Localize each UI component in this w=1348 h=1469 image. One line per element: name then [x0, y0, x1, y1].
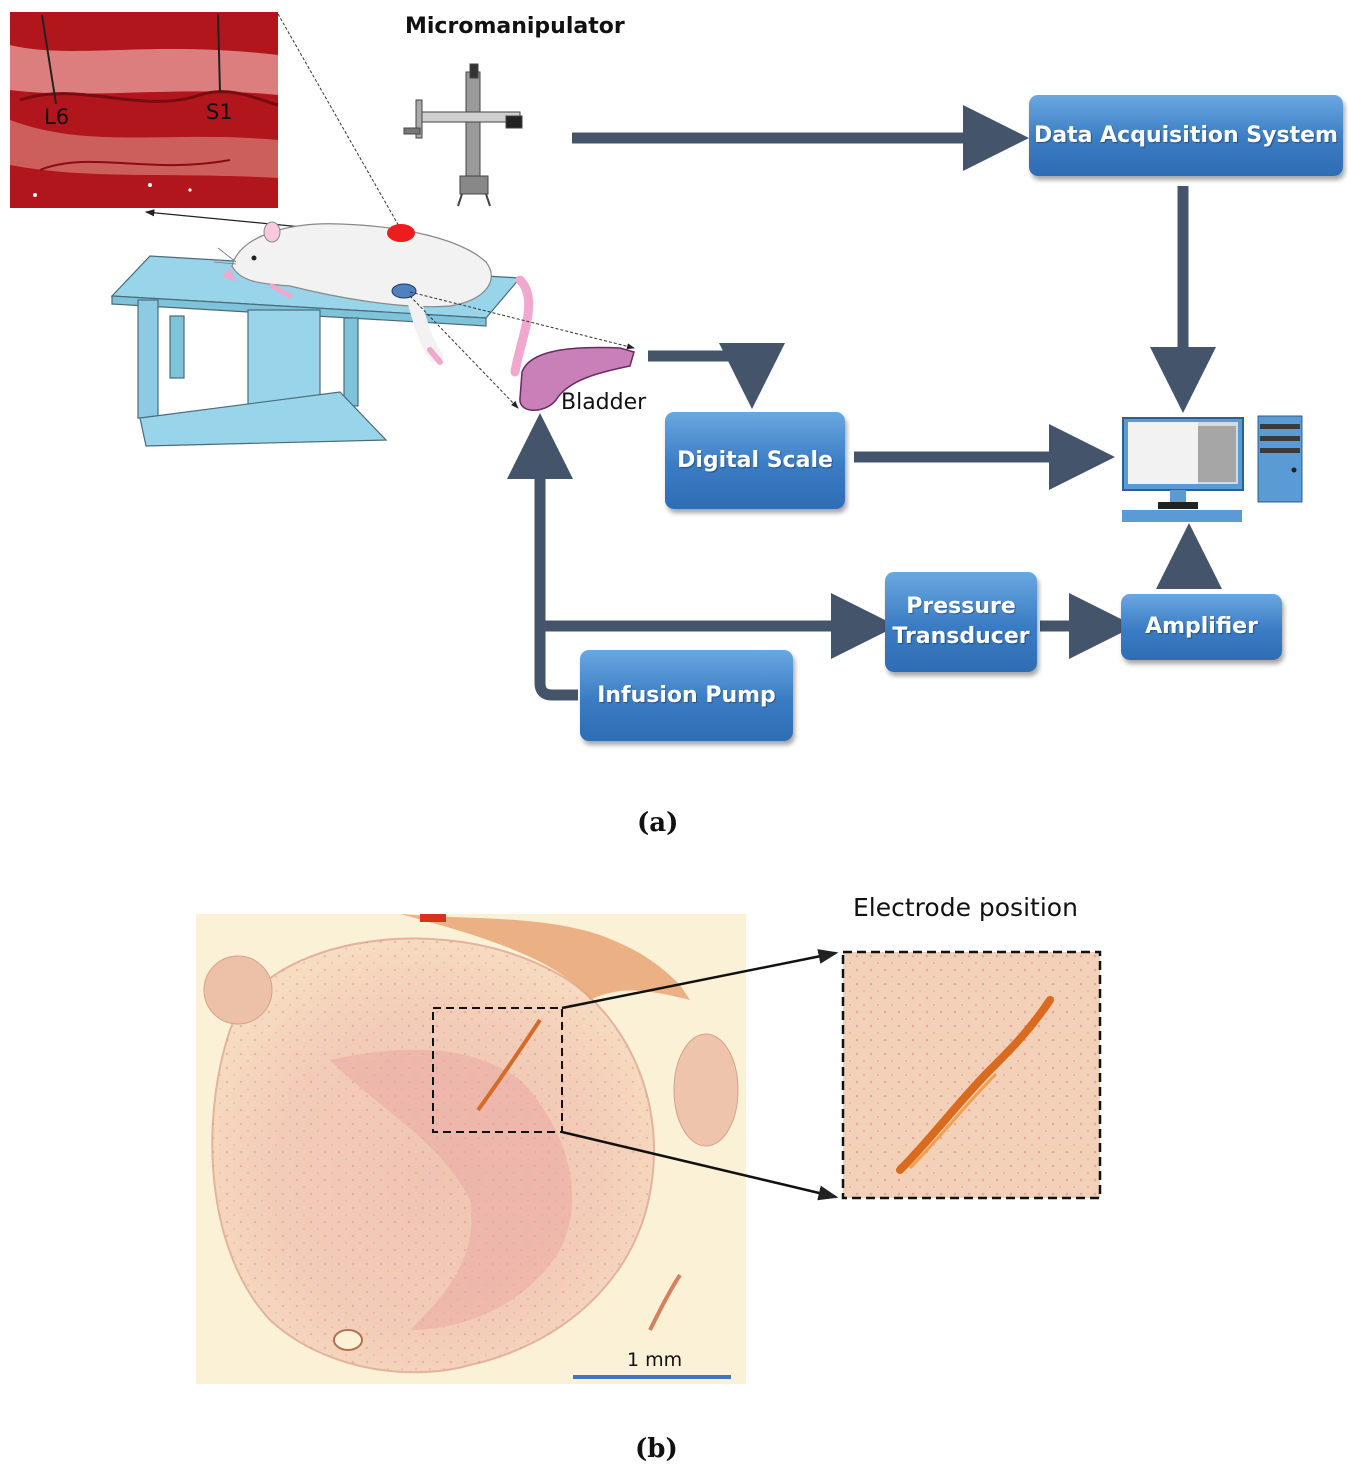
spinal-cord-section-image [196, 914, 746, 1384]
arrow-bladder-to-scale [648, 343, 785, 409]
bladder-projection-line-bottom [409, 295, 519, 409]
electrode-needle-s1 [217, 13, 221, 93]
panel-a-caption: (a) [637, 808, 679, 838]
bladder-projection-line-top [409, 291, 635, 350]
infusion-pump-box: Infusion Pump [580, 650, 793, 741]
micromanipulator-label: Micromanipulator [405, 14, 625, 39]
electrode-needle-l6 [41, 14, 57, 105]
data-acquisition-system-box: Data Acquisition System [1029, 95, 1343, 176]
inset-label-l6: L6 [44, 105, 70, 129]
rat [213, 221, 534, 377]
amplifier-box: Amplifier [1121, 594, 1282, 660]
arrow-pump-to-bladder [507, 413, 578, 701]
pressure-transducer-line1: Pressure [906, 594, 1016, 620]
micromanipulator-device [403, 63, 523, 207]
scale-bar-label: 1 mm [627, 1349, 683, 1371]
spinal-exposure-photo [10, 12, 279, 208]
electrode-region-selection [432, 1007, 563, 1133]
panel-b-caption: (b) [635, 1434, 678, 1464]
zoom-line-top [561, 949, 839, 1010]
inset-projection-line [277, 13, 401, 229]
bladder-site-marker [391, 283, 417, 299]
electrode-position-title: Electrode position [853, 893, 1078, 922]
pressure-transducer-box: Pressure Transducer [885, 572, 1037, 672]
electrode-site-marker [387, 224, 415, 242]
digital-scale-box: Digital Scale [665, 412, 845, 509]
pressure-transducer-line2: Transducer [892, 624, 1030, 649]
electrode-position-inset [841, 950, 1102, 1200]
zoom-line-bottom [561, 1130, 839, 1201]
bladder-label: Bladder [561, 390, 647, 415]
computer-icon [1122, 415, 1303, 522]
bladder-shape [519, 346, 635, 411]
inset-label-s1: S1 [206, 100, 233, 124]
